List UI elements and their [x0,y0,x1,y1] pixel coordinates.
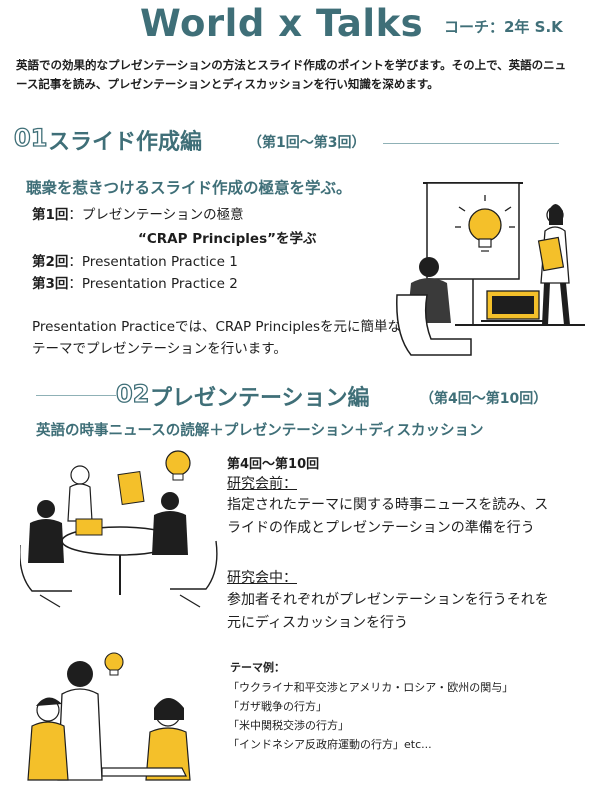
laptop-icon [481,290,547,322]
section2-number: 02 [115,379,150,408]
lightbulb-icon [104,652,124,676]
section1-subtitle: 聴衆を惹きつけるスライド作成の極意を学ぶ。 [26,179,352,197]
before-meeting-label: 研究会前： [227,476,297,492]
lesson-1-text: プレゼンテーションの極意 [81,207,244,223]
coach-label: コーチ：2年 S.K [444,18,563,36]
section2-subtitle: 英語の時事ニュースの読解＋プレゼンテーション＋ディスカッション [36,423,484,439]
section2-range: （第4回〜第10回） [420,391,548,407]
section1-divider [383,143,559,144]
theme-item: 「インドネシア反政府運動の行方」etc... [228,738,432,751]
lesson-3-text: Presentation Practice 2 [81,276,238,292]
meeting-illustration [20,450,218,608]
discussion-illustration [27,652,191,781]
lesson-1: 第1回：プレゼンテーションの極意 [32,203,244,223]
lesson-2-sep: ： [68,254,82,270]
themes-label: テーマ例： [230,661,285,674]
theme-item: 「ガザ戦争の行方」 [228,700,327,713]
intro-text: 英語での効果的なプレゼンテーションの方法とスライド作成のポイントを学びます。その… [16,58,567,91]
during-meeting-text: 参加者それぞれがプレゼンテーションを行うそれを元にディスカッションを行う [227,592,549,631]
before-meeting-text: 指定されたテーマに関する時事ニュースを読み、スライドの作成とプレゼンテーションの… [227,497,549,536]
lesson-3-label: 第3回 [32,276,69,292]
lesson-1-continued: “CRAP Principles”を学ぶ [138,231,317,247]
lesson-3-sep: ： [68,276,82,292]
page-title: World x Talks [140,2,424,45]
section2-divider [36,395,116,396]
lesson-3: 第3回：Presentation Practice 2 [32,272,238,292]
section1-description: Presentation Practiceでは、CRAP Principlesを… [32,319,402,357]
theme-item: 「米中関税交渉の行方」 [228,719,349,732]
lesson-2: 第2回：Presentation Practice 1 [32,250,238,270]
lightbulb-icon [165,450,191,481]
seated-person-figure [396,257,472,356]
section2-title: プレゼンテーション編 [150,386,370,411]
lesson-2-label: 第2回 [32,254,69,270]
lightbulb-icon [455,195,515,252]
section1-range: （第1回〜第3回） [248,135,366,151]
section2-weeks: 第4回〜第10回 [227,457,320,472]
lesson-1-sep: ： [68,207,82,223]
section1-number: 01 [13,123,48,152]
section1-title: スライド作成編 [48,130,203,155]
lesson-1-label: 第1回 [32,207,69,223]
lesson-2-text: Presentation Practice 1 [81,254,238,270]
presenter-figure [537,204,570,326]
presentation-illustration [396,182,585,356]
theme-item: 「ウクライナ和平交渉とアメリカ・ロシア・欧州の関与」 [228,681,514,694]
during-meeting-label: 研究会中： [227,570,297,586]
